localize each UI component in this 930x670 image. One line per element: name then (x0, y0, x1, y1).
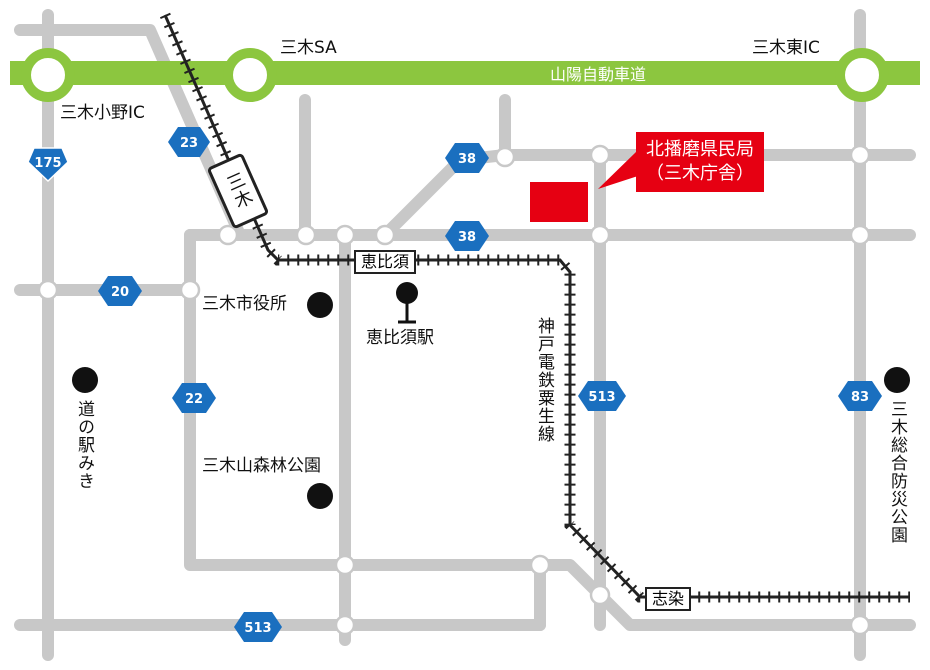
route-shield-513-east: 513 (578, 381, 626, 411)
interchange-miki-ono: 三木小野IC (60, 103, 145, 123)
railway-line-name: 神戸電鉄粟生線 (534, 315, 554, 445)
junctions (37, 144, 871, 636)
route-shield-22: 22 (172, 383, 216, 413)
svg-text:83: 83 (851, 390, 869, 405)
svg-text:20: 20 (111, 285, 129, 300)
prefectural-office-building (530, 182, 588, 222)
landmark-ebisu-station: 恵比須駅 (366, 328, 434, 348)
landmark-city-hall: 三木市役所 (202, 294, 287, 314)
route-shield-20: 20 (98, 276, 142, 306)
landmark-disaster-park: 三木総合防災公園 (887, 400, 907, 544)
road-network (14, 9, 916, 661)
landmark-dots (72, 292, 910, 509)
interchange-miki-sa: 三木SA (280, 38, 337, 58)
railway-label-box (208, 153, 268, 229)
route-shield-83: 83 (838, 381, 882, 411)
svg-text:38: 38 (458, 230, 476, 245)
expressway (10, 48, 920, 102)
svg-text:38: 38 (458, 152, 476, 167)
target-subtitle: （三木庁舎） (646, 163, 754, 184)
route-shields: 175 23 38 38 20 22 513 513 83 (27, 127, 882, 642)
station-shijimi: 志染 (645, 587, 692, 611)
station-ebisu: 恵比須 (354, 250, 417, 274)
target-callout: 北播磨県民局 （三木庁舎） (636, 132, 764, 192)
svg-text:22: 22 (185, 392, 203, 407)
callout-pointer (598, 150, 638, 189)
landmark-roadside-station: 道の駅みき (74, 400, 94, 490)
interchange-miki-higashi: 三木東IC (752, 38, 820, 58)
route-shield-38-north: 38 (445, 143, 489, 173)
svg-text:175: 175 (34, 156, 61, 171)
svg-text:23: 23 (180, 136, 198, 151)
route-shield-175: 175 (27, 147, 69, 183)
route-shield-23: 23 (168, 127, 210, 157)
expressway-name: 山陽自動車道 (550, 65, 646, 84)
route-shield-513-south: 513 (234, 612, 282, 642)
svg-text:513: 513 (244, 621, 271, 636)
landmark-forest-park: 三木山森林公園 (202, 456, 321, 476)
railway-line (159, 12, 910, 603)
route-shield-38-south: 38 (445, 221, 489, 251)
target-title: 北播磨県民局 (646, 139, 754, 160)
svg-text:513: 513 (588, 390, 615, 405)
station-pin-icon (396, 282, 418, 324)
